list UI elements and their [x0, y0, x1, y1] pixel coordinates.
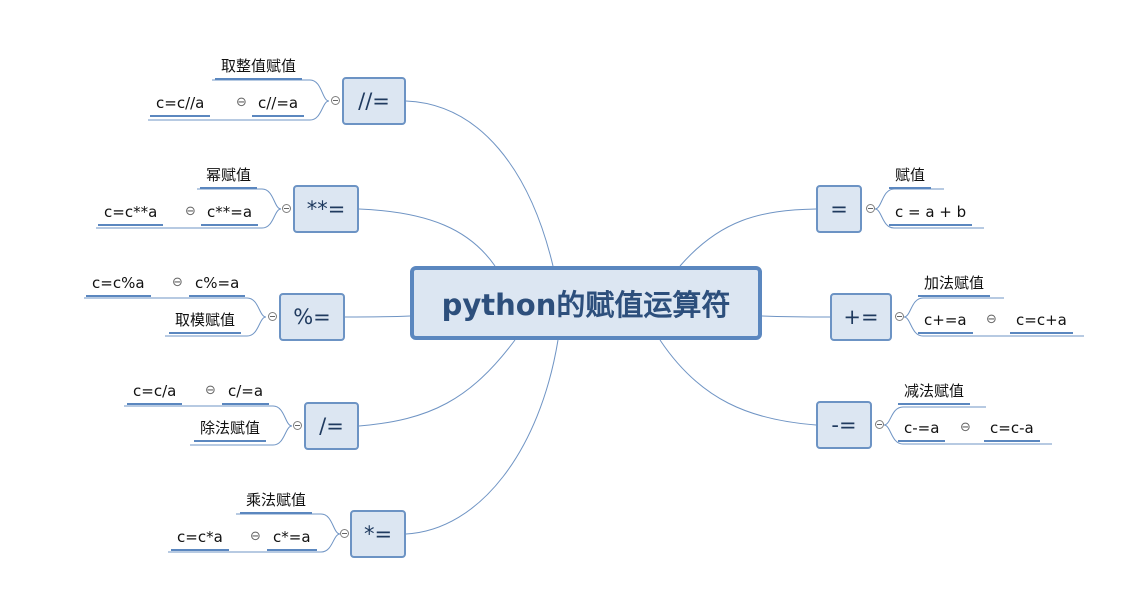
sep-floordiv: ⊖ [236, 95, 247, 110]
topic-floordiv-assign[interactable]: //= [342, 77, 406, 125]
expr-div-b: c/=a [222, 381, 270, 405]
expr-assign-a: c = a + b [889, 202, 973, 226]
sep-add: ⊖ [986, 312, 997, 327]
topic-mul-assign[interactable]: *= [350, 510, 406, 558]
expr-mod-b: c%=a [189, 273, 246, 297]
label-floordiv: 取整值赋值 [215, 56, 303, 80]
expr-mul-a: c=c*a [171, 527, 229, 551]
topic-pow-assign[interactable]: **= [293, 185, 359, 233]
label-add: 加法赋值 [918, 273, 991, 297]
expr-div-a: c=c/a [127, 381, 183, 405]
link-floordiv [405, 100, 554, 267]
expr-floordiv-a: c=c//a [150, 93, 211, 117]
expr-sub-b: c=c-a [984, 418, 1040, 442]
topic-sub-assign[interactable]: -= [816, 401, 872, 449]
sep-mul: ⊖ [250, 529, 261, 544]
label-sub: 减法赋值 [898, 381, 971, 405]
bracket-add [903, 297, 1084, 337]
topic-assign[interactable]: = [816, 185, 862, 233]
expr-add-b: c=c+a [1010, 310, 1073, 334]
collapse-toggle-mul[interactable] [340, 529, 349, 538]
link-sub [659, 339, 817, 426]
link-div [358, 339, 516, 427]
bracket-assign [874, 188, 984, 229]
label-pow: 幂赋值 [200, 165, 258, 189]
collapse-toggle-div[interactable] [293, 421, 302, 430]
label-assign: 赋值 [889, 165, 932, 189]
collapse-toggle-sub[interactable] [875, 420, 884, 429]
expr-mul-b: c*=a [267, 527, 317, 551]
link-assign [679, 208, 817, 267]
sep-mod: ⊖ [172, 275, 183, 290]
link-mod [344, 315, 411, 318]
bracket-mul [168, 513, 341, 553]
topic-div-assign[interactable]: /= [304, 402, 359, 450]
bracket-pow [96, 188, 282, 229]
central-topic[interactable]: python的赋值运算符 [410, 266, 762, 340]
sep-div: ⊖ [205, 383, 216, 398]
expr-pow-b: c**=a [201, 202, 259, 226]
expr-pow-a: c=c**a [98, 202, 164, 226]
topic-add-assign[interactable]: += [830, 293, 892, 341]
expr-floordiv-b: c//=a [252, 93, 305, 117]
topic-mod-assign[interactable]: %= [279, 293, 345, 341]
label-div: 除法赋值 [194, 418, 267, 442]
expr-add-a: c+=a [918, 310, 973, 334]
sep-pow: ⊖ [185, 204, 196, 219]
link-mul [405, 339, 559, 535]
collapse-toggle-floordiv[interactable] [331, 96, 340, 105]
collapse-toggle-pow[interactable] [282, 204, 291, 213]
collapse-toggle-assign[interactable] [866, 204, 875, 213]
label-mod: 取模赋值 [169, 310, 242, 334]
expr-mod-a: c=c%a [86, 273, 151, 297]
link-pow [358, 208, 496, 267]
bracket-mod [84, 297, 267, 337]
collapse-toggle-add[interactable] [895, 312, 904, 321]
label-mul: 乘法赋值 [240, 490, 313, 514]
sep-sub: ⊖ [960, 420, 971, 435]
expr-sub-a: c-=a [898, 418, 946, 442]
bracket-floordiv [148, 79, 330, 121]
bracket-sub [883, 406, 1052, 445]
link-add [761, 315, 831, 318]
bracket-div [124, 405, 293, 446]
collapse-toggle-mod[interactable] [268, 312, 277, 321]
